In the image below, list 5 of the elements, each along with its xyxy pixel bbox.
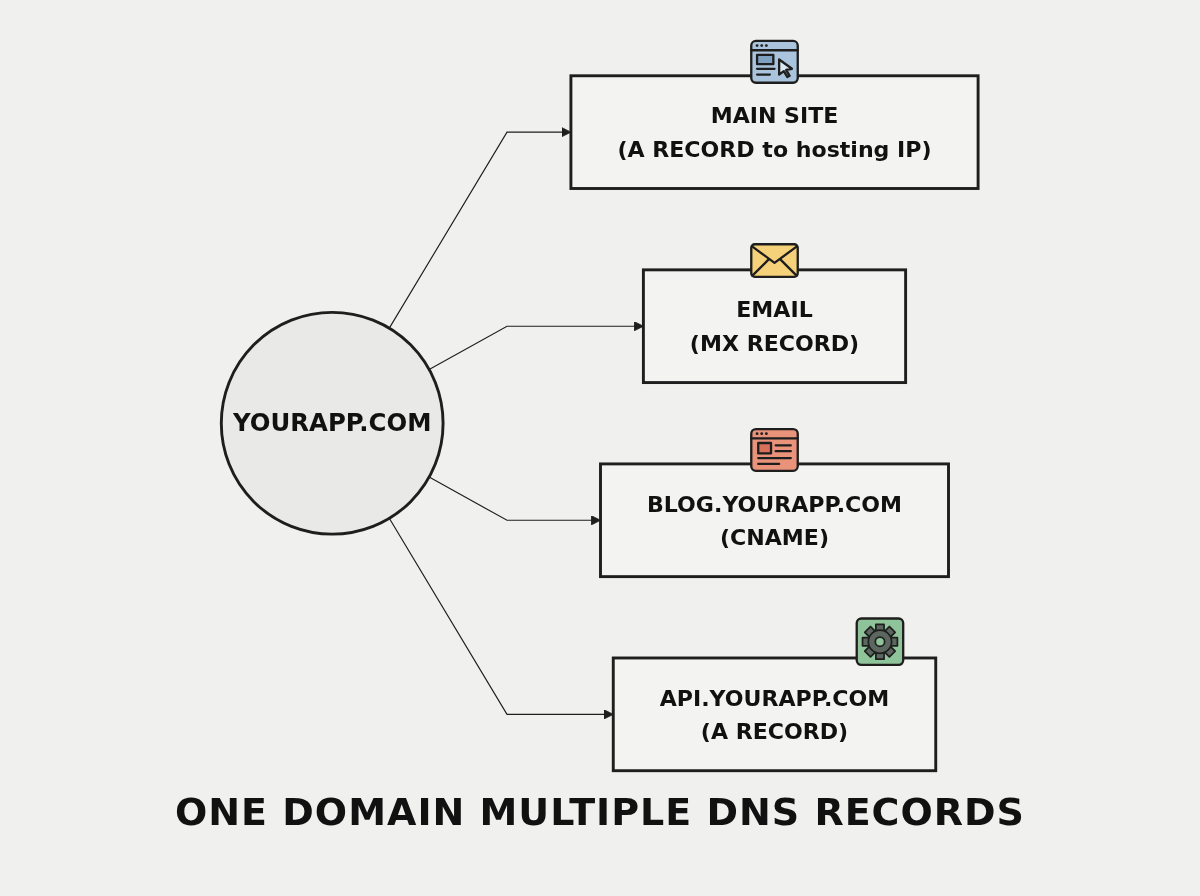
diagram-title: ONE DOMAIN MULTIPLE DNS RECORDS xyxy=(175,790,1025,834)
arrow xyxy=(389,127,572,329)
node-circle: YOURAPP.COM xyxy=(220,310,445,536)
node-box: EMAIL (MX RECORD) xyxy=(642,268,908,385)
node-box: API.YOURAPP.COM (A RECORD) xyxy=(612,656,938,773)
